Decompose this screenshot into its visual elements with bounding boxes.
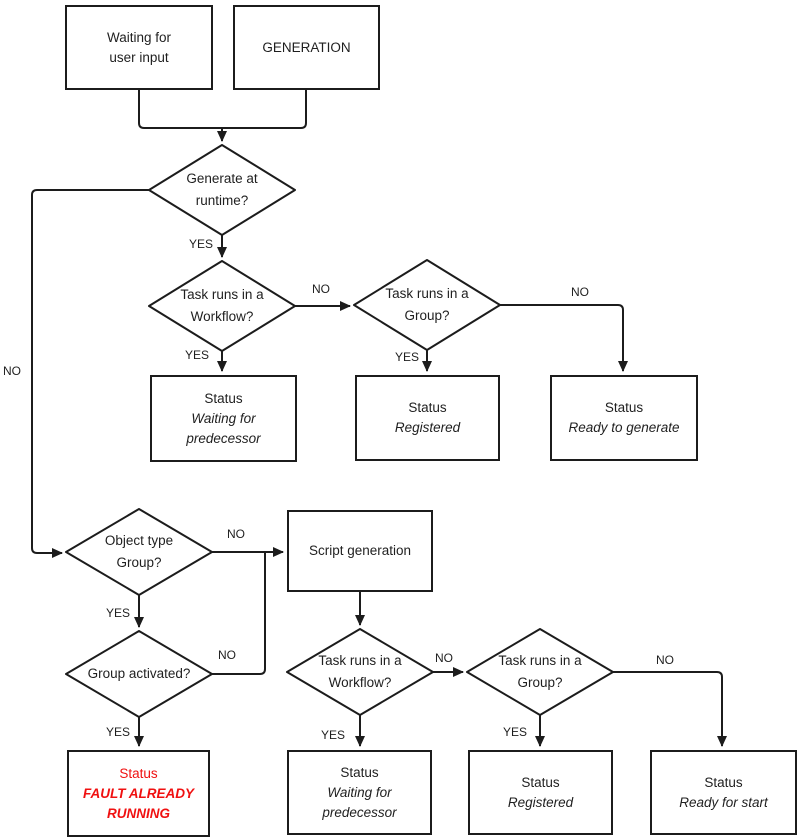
node-status-registered-1: Status Registered (355, 375, 500, 461)
status-value: Waiting for predecessor (186, 410, 261, 446)
status-title: Status (204, 390, 243, 406)
status-value: FAULT ALREADY RUNNING (83, 785, 194, 821)
edge-label-no: NO (312, 282, 330, 296)
decision-task-runs-in-group-1-shape (353, 259, 501, 351)
edge-no-runtime-to-object-type-group (31, 189, 149, 558)
edge-label-yes: YES (394, 350, 419, 364)
edge-label-yes: YES (184, 348, 209, 362)
decision-task-runs-in-group-2-shape (466, 628, 614, 716)
edge-label-no: NO (227, 527, 245, 541)
status-value: Waiting for predecessor (322, 784, 397, 820)
node-generation: GENERATION (233, 5, 380, 90)
node-status-waiting-predecessor-2: Status Waiting for predecessor (287, 750, 432, 835)
node-waiting-for-user-input: Waiting for user input (65, 5, 213, 90)
decision-group-activated-shape (65, 630, 213, 718)
status-value: Ready for start (679, 794, 768, 810)
status-title: Status (408, 400, 447, 415)
node-script-generation: Script generation (287, 510, 433, 592)
edge-label-no: NO (435, 651, 453, 665)
node-status-ready-to-generate: Status Ready to generate (550, 375, 698, 461)
status-value: Registered (507, 794, 574, 810)
status-title: Status (119, 765, 158, 781)
node-generation-label: GENERATION (262, 39, 351, 55)
edge-no-group2-to-ready-for-start (613, 671, 727, 747)
node-status-registered-2: Status Registered (468, 750, 613, 835)
edge-label-yes: YES (502, 725, 527, 739)
edge-label-no: NO (218, 648, 236, 662)
edge-label-yes: YES (320, 728, 345, 742)
decision-task-runs-in-workflow-2-shape (286, 628, 434, 716)
decision-generate-at-runtime-shape (148, 144, 296, 236)
node-status-fault-already-running: Status FAULT ALREADY RUNNING (67, 750, 210, 837)
edge-no-group-activated-join (212, 553, 266, 675)
status-title: Status (704, 774, 743, 790)
status-title: Status (521, 774, 560, 790)
node-script-generation-label: Script generation (308, 543, 412, 558)
decision-task-runs-in-workflow-1-shape (148, 260, 296, 352)
status-value: Registered (394, 420, 461, 435)
edge-label-yes: YES (105, 725, 130, 739)
edge-label-no: NO (3, 364, 21, 378)
status-title: Status (340, 764, 379, 780)
status-value: Ready to generate (568, 420, 680, 435)
node-status-ready-for-start: Status Ready for start (650, 750, 797, 835)
decision-object-type-group-shape (65, 508, 213, 596)
edge-start-merge (138, 90, 307, 129)
edge-label-no: NO (571, 285, 589, 299)
edge-label-yes: YES (188, 237, 213, 251)
edge-label-no: NO (656, 653, 674, 667)
status-title: Status (604, 400, 644, 415)
edge-no-group1-to-ready-to-generate (500, 304, 628, 372)
edge-label-yes: YES (105, 606, 130, 620)
node-status-waiting-predecessor-1: Status Waiting for predecessor (150, 375, 297, 462)
node-waiting-for-user-input-label: Waiting for user input (106, 29, 172, 65)
